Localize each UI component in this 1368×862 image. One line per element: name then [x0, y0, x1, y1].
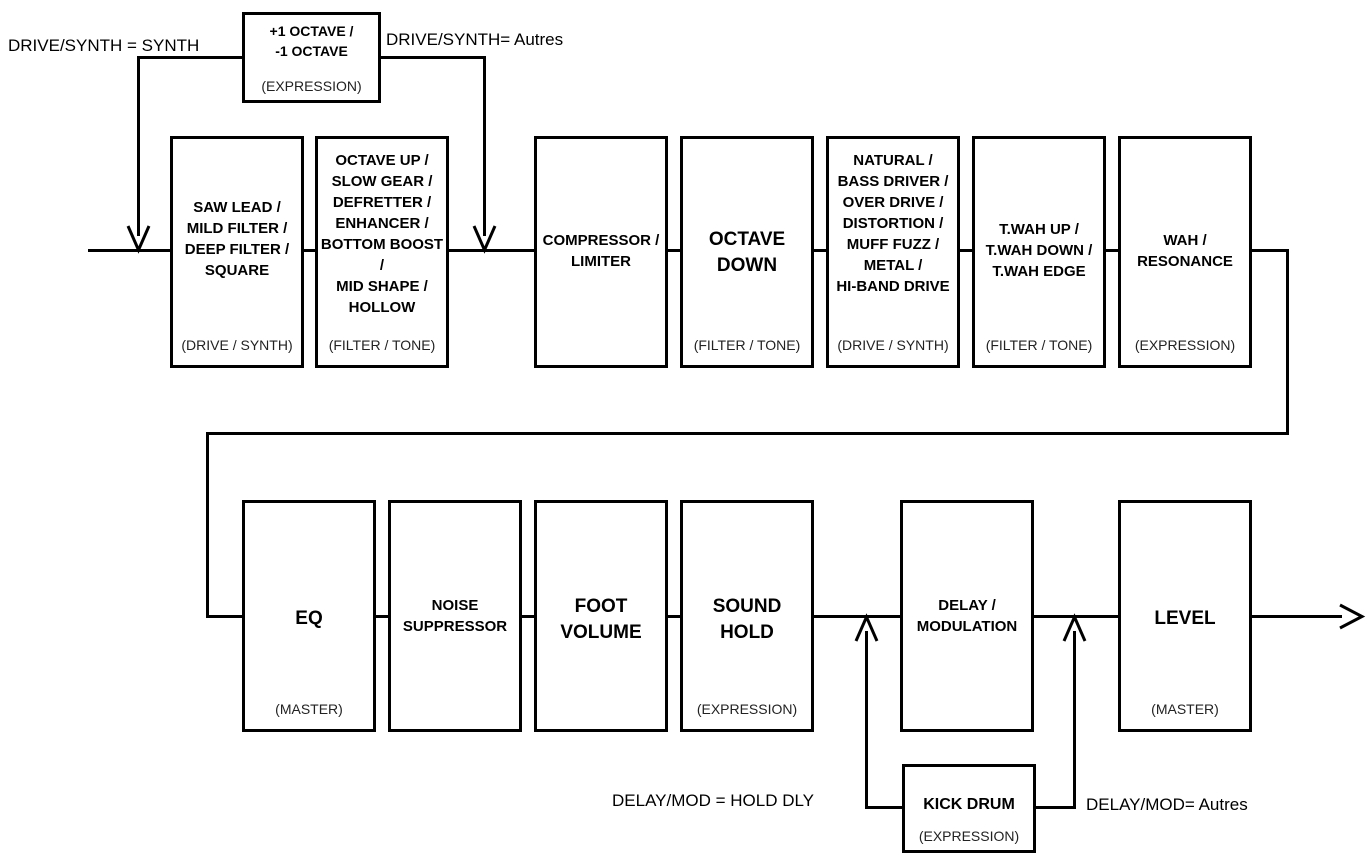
block-title: +1 OCTAVE / -1 OCTAVE — [269, 23, 354, 59]
arrow-down-icon — [472, 225, 497, 254]
block-title: COMPRESSOR / LIMITER — [542, 232, 660, 270]
block-noise-suppressor: NOISE SUPPRESSOR — [388, 500, 522, 732]
arrow-down-icon — [126, 225, 151, 254]
arrow-up-icon — [1062, 613, 1087, 642]
block-saw-lead: SAW LEAD / MILD FILTER / DEEP FILTER / S… — [170, 136, 304, 368]
block-title: EQ — [295, 608, 323, 629]
block-t-wah: T.WAH UP / T.WAH DOWN / T.WAH EDGE (FILT… — [972, 136, 1106, 368]
block-category: (EXPRESSION) — [261, 78, 362, 94]
block-title: KICK DRUM — [923, 796, 1015, 813]
block-category: (EXPRESSION) — [918, 828, 1020, 844]
output-arrow-icon — [1339, 603, 1366, 630]
block-title: LEVEL — [1154, 608, 1216, 629]
block-category: (EXPRESSION) — [1134, 337, 1236, 353]
block-title: SAW LEAD / MILD FILTER / DEEP FILTER / S… — [184, 199, 290, 279]
loop-line — [137, 56, 140, 236]
block-octave-down: OCTAVE DOWN (FILTER / TONE) — [680, 136, 814, 368]
block-category: (DRIVE / SYNTH) — [837, 337, 949, 353]
block-natural-drive: NATURAL / BASS DRIVER / OVER DRIVE / DIS… — [826, 136, 960, 368]
loop-line — [1073, 631, 1076, 809]
block-kick-drum: KICK DRUM (EXPRESSION) — [902, 764, 1036, 853]
block-title: SOUND HOLD — [712, 596, 782, 643]
block-title: OCTAVE UP / SLOW GEAR / DEFRETTER / ENHA… — [320, 152, 444, 316]
loop-line — [137, 56, 243, 59]
block-category: (MASTER) — [1151, 701, 1219, 717]
block-title: OCTAVE DOWN — [708, 229, 786, 276]
block-title: DELAY / MODULATION — [916, 597, 1018, 635]
label-drive-synth-synth: DRIVE/SYNTH = SYNTH — [8, 36, 200, 55]
signal-line — [206, 432, 209, 617]
block-foot-volume: FOOT VOLUME — [534, 500, 668, 732]
loop-line — [865, 806, 905, 809]
loop-line — [865, 631, 868, 809]
signal-line — [206, 432, 1289, 435]
block-title: NATURAL / BASS DRIVER / OVER DRIVE / DIS… — [836, 152, 950, 295]
block-category: (EXPRESSION) — [696, 701, 798, 717]
signal-line — [1286, 249, 1289, 434]
block-wah: WAH / RESONANCE (EXPRESSION) — [1118, 136, 1252, 368]
block-sound-hold: SOUND HOLD (EXPRESSION) — [680, 500, 814, 732]
block-title: T.WAH UP / T.WAH DOWN / T.WAH EDGE — [985, 221, 1093, 280]
block-title: NOISE SUPPRESSOR — [402, 597, 508, 635]
block-level: LEVEL (MASTER) — [1118, 500, 1252, 732]
loop-line — [483, 56, 486, 236]
block-category: (FILTER / TONE) — [693, 337, 801, 353]
block-compressor: COMPRESSOR / LIMITER — [534, 136, 668, 368]
label-delay-mod-hold: DELAY/MOD = HOLD DLY — [612, 791, 815, 810]
block-category: (FILTER / TONE) — [985, 337, 1093, 353]
block-category: (MASTER) — [275, 701, 343, 717]
block-title: FOOT VOLUME — [560, 596, 642, 643]
block-category: (FILTER / TONE) — [328, 337, 436, 353]
block-octave-plus-minus: +1 OCTAVE / -1 OCTAVE (EXPRESSION) — [242, 12, 381, 103]
block-title: WAH / RESONANCE — [1137, 232, 1233, 270]
block-category: (DRIVE / SYNTH) — [181, 337, 293, 353]
label-delay-mod-autres: DELAY/MOD= Autres — [1086, 795, 1248, 814]
block-eq: EQ (MASTER) — [242, 500, 376, 732]
block-delay-modulation: DELAY / MODULATION — [900, 500, 1034, 732]
loop-line — [379, 56, 485, 59]
loop-line — [1035, 806, 1075, 809]
arrow-up-icon — [854, 613, 879, 642]
label-drive-synth-autres: DRIVE/SYNTH= Autres — [386, 30, 564, 49]
block-octave-up: OCTAVE UP / SLOW GEAR / DEFRETTER / ENHA… — [315, 136, 449, 368]
